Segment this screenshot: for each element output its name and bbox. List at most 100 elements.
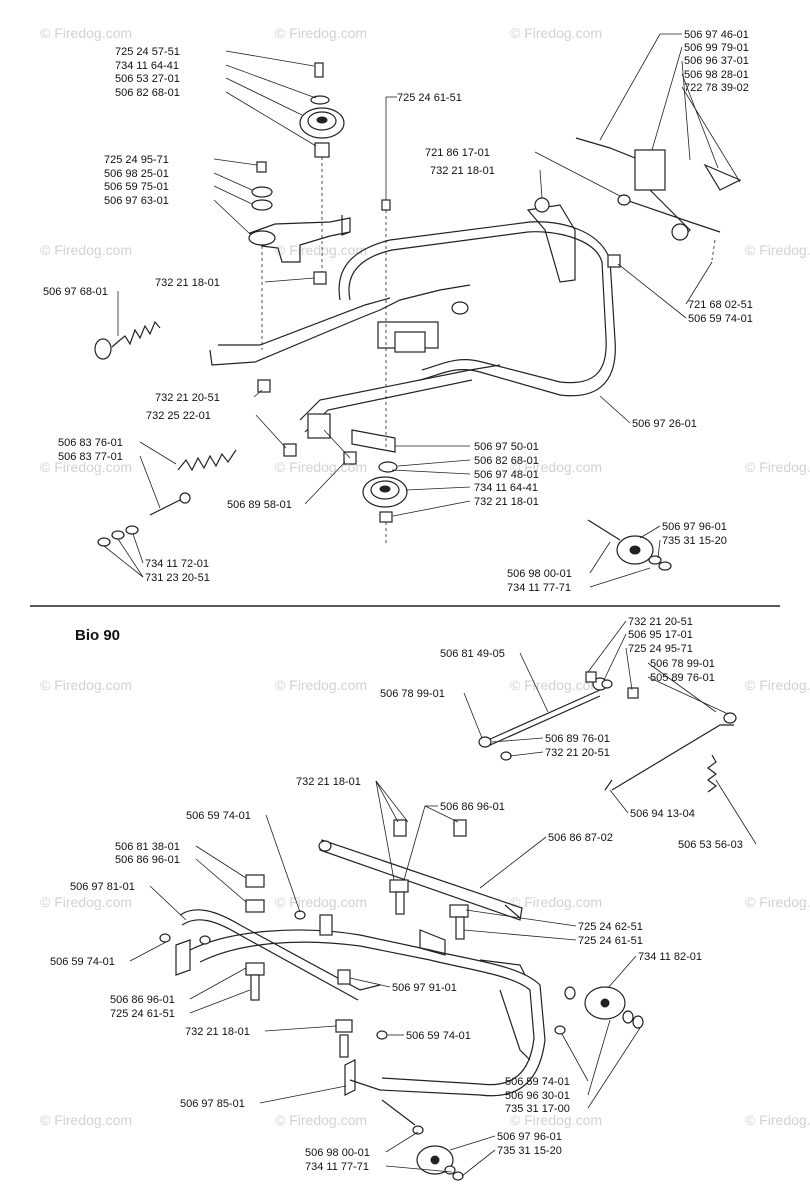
part-number: 506 97 48-01 <box>474 469 539 481</box>
part-number: 725 24 61-51 <box>397 92 462 104</box>
part-number: 506 97 91-01 <box>392 982 457 994</box>
part-number: 732 21 20-51 <box>155 392 220 404</box>
part-number: 506 98 28-01 <box>684 69 749 81</box>
part-number: 506 59 74-01 <box>688 313 753 325</box>
part-number: 506 59 74-01 <box>186 810 251 822</box>
watermark: © Firedog.com <box>275 677 367 693</box>
part-number: 506 97 26-01 <box>632 418 697 430</box>
part-number: 506 94 13-04 <box>630 808 695 820</box>
watermark: © Firedog.com <box>510 894 602 910</box>
top-labels: 725 24 57-51 734 11 64-41 506 53 27-01 5… <box>43 29 753 594</box>
watermark: © Firedog.com <box>745 459 810 475</box>
part-number: 506 86 87-02 <box>548 832 613 844</box>
part-number: 506 59 74-01 <box>406 1030 471 1042</box>
watermark: © Firedog.com <box>510 1112 602 1128</box>
part-number: 506 86 96-01 <box>115 854 180 866</box>
part-number: 506 83 76-01 <box>58 437 123 449</box>
part-number: 506 83 77-01 <box>58 451 123 463</box>
part-number: 734 11 77-71 <box>305 1161 369 1173</box>
part-number: 731 23 20-51 <box>145 572 210 584</box>
part-number: 506 82 68-01 <box>115 87 180 99</box>
part-number: 721 68 02-51 <box>688 299 753 311</box>
top-assembly-drawing <box>94 62 742 571</box>
part-number: 732 21 18-01 <box>185 1026 250 1038</box>
part-number: 506 81 38-01 <box>115 841 180 853</box>
watermark: © Firedog.com <box>40 459 132 475</box>
part-number: 732 21 20-51 <box>545 747 610 759</box>
part-number: 506 97 63-01 <box>104 195 169 207</box>
part-number: 734 11 77-71 <box>507 582 571 594</box>
part-number: 506 98 00-01 <box>305 1147 370 1159</box>
part-number: 506 59 74-01 <box>505 1076 570 1088</box>
part-number: 735 31 15-20 <box>662 535 727 547</box>
part-number: 506 97 81-01 <box>70 881 135 893</box>
watermark: © Firedog.com <box>40 25 132 41</box>
part-number: 721 86 17-01 <box>425 147 490 159</box>
part-number: 506 99 79-01 <box>684 42 749 54</box>
watermark: © Firedog.com <box>40 1112 132 1128</box>
part-number: 732 21 18-01 <box>474 496 539 508</box>
watermark: © Firedog.com <box>745 677 810 693</box>
part-number: 506 98 25-01 <box>104 168 169 180</box>
part-number: 506 95 17-01 <box>628 629 693 641</box>
part-number: 725 24 95-71 <box>628 643 693 655</box>
part-number: 506 97 85-01 <box>180 1098 245 1110</box>
watermark: © Firedog.com <box>745 1112 810 1128</box>
bottom-frame-drawing <box>159 819 644 1181</box>
watermark: © Firedog.com <box>40 894 132 910</box>
part-number: 506 59 75-01 <box>104 181 169 193</box>
watermark: © Firedog.com <box>275 894 367 910</box>
part-number: 732 21 18-01 <box>155 277 220 289</box>
bottom-linkage-drawing <box>478 671 737 793</box>
part-number: 506 96 30-01 <box>505 1090 570 1102</box>
bottom-linkage-labels: 732 21 20-51 506 95 17-01 725 24 95-71 5… <box>380 616 757 851</box>
part-number: 725 24 57-51 <box>115 46 180 58</box>
part-number: 506 97 96-01 <box>662 521 727 533</box>
part-number: 722 78 39-02 <box>684 82 749 94</box>
part-number: 725 24 62-51 <box>578 921 643 933</box>
part-number: 734 11 72-01 <box>145 558 209 570</box>
part-number: 506 97 50-01 <box>474 441 539 453</box>
part-number: 506 97 96-01 <box>497 1131 562 1143</box>
part-number: 735 31 15-20 <box>497 1145 562 1157</box>
part-number: 506 86 96-01 <box>110 994 175 1006</box>
watermark: © Firedog.com <box>745 242 810 258</box>
part-number: 506 53 56-03 <box>678 839 743 851</box>
part-number: 506 96 37-01 <box>684 55 749 67</box>
bottom-frame-labels: 732 21 18-01 506 59 74-01 506 86 96-01 5… <box>50 776 702 1177</box>
part-number: 506 97 68-01 <box>43 286 108 298</box>
part-number: 506 89 76-01 <box>545 733 610 745</box>
part-number: 732 25 22-01 <box>146 410 211 422</box>
watermark: © Firedog.com <box>745 894 810 910</box>
part-number: 734 11 64-41 <box>115 60 179 72</box>
part-number: 725 24 95-71 <box>104 154 169 166</box>
watermark: © Firedog.com <box>40 242 132 258</box>
part-number: 505 89 76-01 <box>650 672 715 684</box>
part-number: 506 98 00-01 <box>507 568 572 580</box>
watermark: © Firedog.com <box>40 677 132 693</box>
watermark: © Firedog.com <box>275 1112 367 1128</box>
part-number: 506 81 49-05 <box>440 648 505 660</box>
part-number: 506 82 68-01 <box>474 455 539 467</box>
part-number: 725 24 61-51 <box>110 1008 175 1020</box>
part-number: 506 89 58-01 <box>227 499 292 511</box>
part-number: 506 53 27-01 <box>115 73 180 85</box>
part-number: 732 21 18-01 <box>296 776 361 788</box>
part-number: 506 78 99-01 <box>650 658 715 670</box>
watermark: © Firedog.com <box>510 459 602 475</box>
part-number: 732 21 20-51 <box>628 616 693 628</box>
part-number: 725 24 61-51 <box>578 935 643 947</box>
watermark: © Firedog.com <box>275 25 367 41</box>
watermark: © Firedog.com <box>275 242 367 258</box>
part-number: 734 11 64-41 <box>474 482 538 494</box>
part-number: 735 31 17-00 <box>505 1103 570 1115</box>
part-number: 732 21 18-01 <box>430 165 495 177</box>
part-number: 506 78 99-01 <box>380 688 445 700</box>
section-title: Bio 90 <box>75 627 120 644</box>
part-number: 506 86 96-01 <box>440 801 505 813</box>
part-number: 734 11 82-01 <box>638 951 702 963</box>
part-number: 506 97 46-01 <box>684 29 749 41</box>
watermark: © Firedog.com <box>510 25 602 41</box>
part-number: 506 59 74-01 <box>50 956 115 968</box>
